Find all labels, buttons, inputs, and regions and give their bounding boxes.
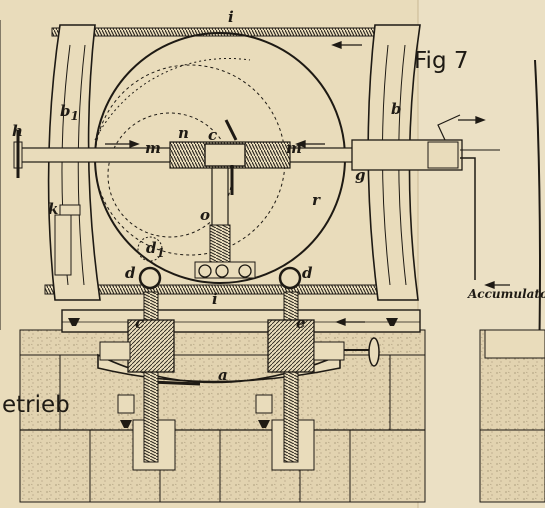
label-m-right: m	[286, 139, 302, 157]
label-b1: b1	[60, 102, 79, 123]
label-k: k	[48, 200, 59, 218]
label-g: g	[355, 166, 366, 184]
label-c-left: c	[135, 314, 145, 332]
column-k	[54, 214, 72, 276]
accumulator-pipe	[437, 114, 500, 280]
label-d1-letter: d	[146, 239, 157, 257]
shaft-nut	[204, 143, 246, 167]
handwheel-h	[13, 130, 23, 178]
label-d-right: d	[302, 264, 313, 282]
label-h: h	[12, 122, 23, 140]
label-e: e	[296, 314, 306, 332]
label-m-left: m	[145, 139, 161, 157]
curved-beam-a	[97, 353, 341, 384]
eye-bolt-right	[278, 266, 302, 290]
label-r: r	[312, 191, 320, 209]
label-b1-letter: b	[60, 102, 71, 120]
label-c-top: c	[208, 126, 218, 144]
label-i-top: i	[228, 8, 234, 26]
eye-bolt-left	[138, 266, 162, 290]
label-o: o	[200, 206, 211, 224]
foundation	[19, 329, 545, 503]
label-i-bottom: i	[212, 290, 218, 308]
screw-column-left	[143, 291, 159, 463]
base-beam	[61, 309, 421, 333]
label-a: a	[218, 366, 228, 384]
accumulator-label: Accumulator	[468, 287, 545, 301]
label-b1-sub: 1	[70, 109, 79, 123]
roller-assembly	[194, 261, 256, 279]
figure-title: Fig 7	[414, 48, 469, 74]
nut-housing-e	[267, 319, 315, 373]
label-d-left: d	[125, 264, 136, 282]
top-rod	[51, 27, 398, 37]
label-n: n	[178, 124, 189, 142]
side-caption: etrieb	[2, 392, 70, 418]
label-b: b	[391, 100, 402, 118]
label-d1-sub: 1	[156, 246, 165, 260]
direction-arrows	[105, 41, 510, 326]
label-d1: d1	[146, 239, 165, 260]
